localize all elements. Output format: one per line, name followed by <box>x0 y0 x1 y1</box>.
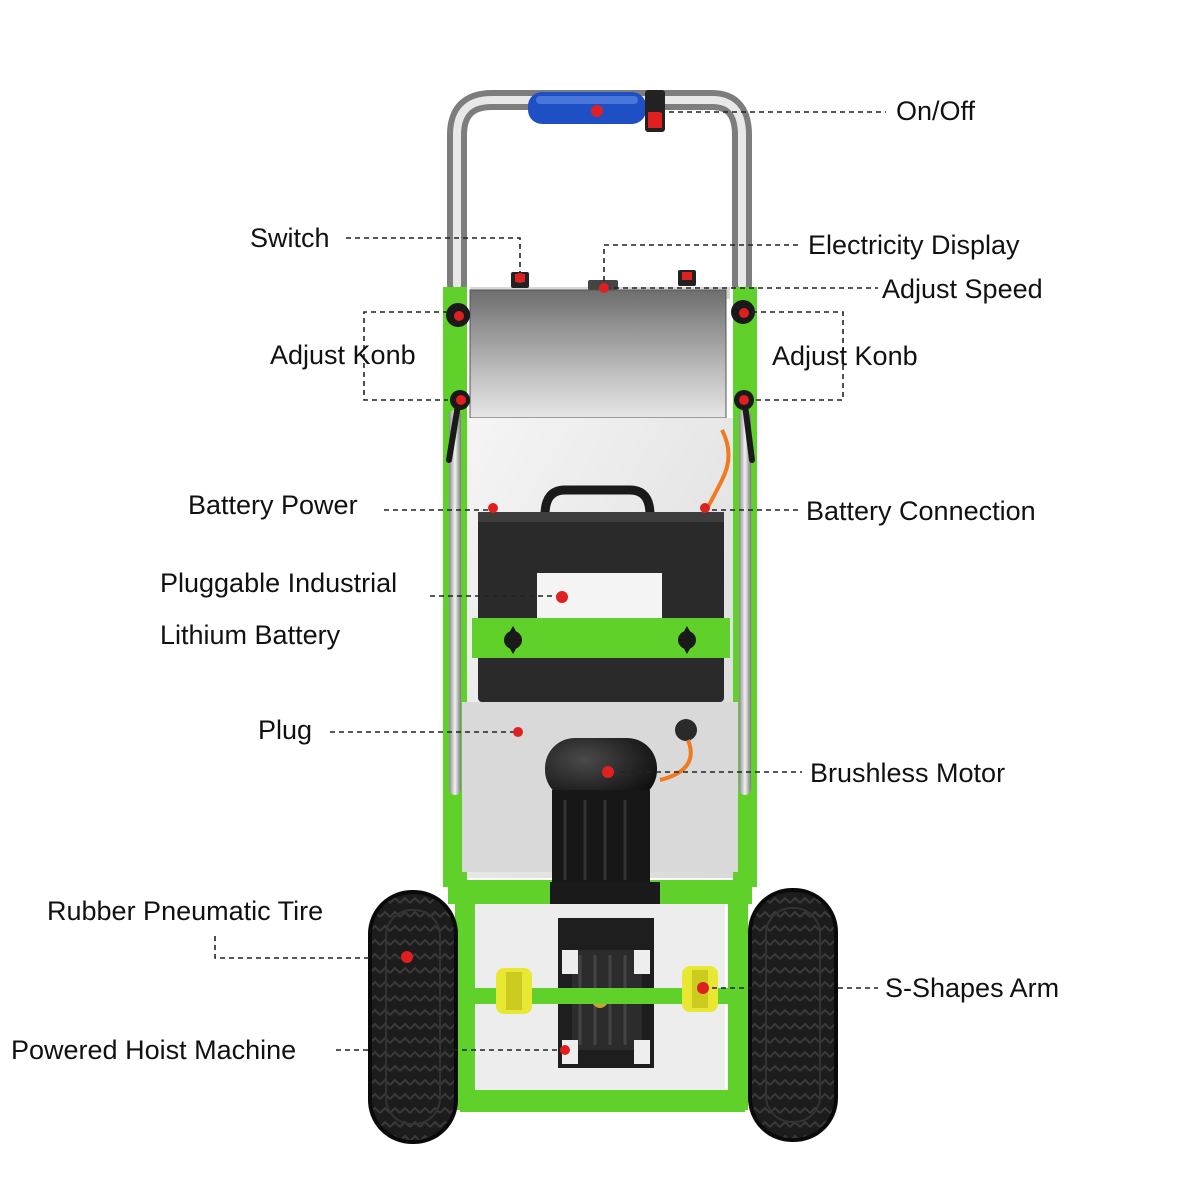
marker-plug <box>513 727 523 737</box>
marker-on-off <box>591 105 603 117</box>
label-adjust-knob-right: Adjust Konb <box>772 341 918 371</box>
marker-knob-bl <box>456 395 466 405</box>
marker-tire <box>401 951 413 963</box>
brushless-motor <box>545 738 660 918</box>
marker-battery-connection <box>700 503 710 513</box>
marker-battery <box>556 591 568 603</box>
label-adjust-speed: Adjust Speed <box>882 274 1043 304</box>
marker-motor <box>602 766 614 778</box>
handle-frame <box>447 90 752 295</box>
label-brushless-motor: Brushless Motor <box>810 758 1006 788</box>
marker-knob-tr <box>739 308 749 318</box>
label-electricity-display: Electricity Display <box>808 230 1020 260</box>
marker-switch <box>515 273 525 283</box>
label-pluggable-battery-line1: Pluggable Industrial <box>160 568 398 598</box>
right-tire <box>748 888 838 1142</box>
label-hoist-machine: Powered Hoist Machine <box>11 1035 297 1065</box>
marker-knob-br <box>739 395 749 405</box>
marker-display <box>599 283 609 293</box>
label-battery-power: Battery Power <box>188 490 358 520</box>
label-rubber-tire: Rubber Pneumatic Tire <box>47 896 324 926</box>
label-pluggable-battery-line2: Lithium Battery <box>160 620 341 650</box>
marker-knob-tl <box>454 311 464 321</box>
label-s-shapes-arm: S-Shapes Arm <box>885 973 1060 1003</box>
leader-lines <box>214 111 886 1051</box>
marker-hoist <box>560 1045 570 1055</box>
label-battery-connection: Battery Connection <box>806 496 1036 526</box>
blue-grip <box>528 92 646 124</box>
marker-arm <box>697 982 709 994</box>
steel-back-plate <box>469 289 727 419</box>
marker-battery-power <box>488 503 498 513</box>
red-markers <box>401 105 749 1055</box>
label-adjust-knob-left: Adjust Konb <box>270 340 416 370</box>
battery-label-plate <box>537 573 662 625</box>
left-tire <box>368 890 458 1144</box>
label-on-off: On/Off <box>896 96 976 126</box>
label-plug: Plug <box>258 715 313 745</box>
strap-knobs <box>504 626 696 654</box>
label-switch: Switch <box>250 223 330 253</box>
